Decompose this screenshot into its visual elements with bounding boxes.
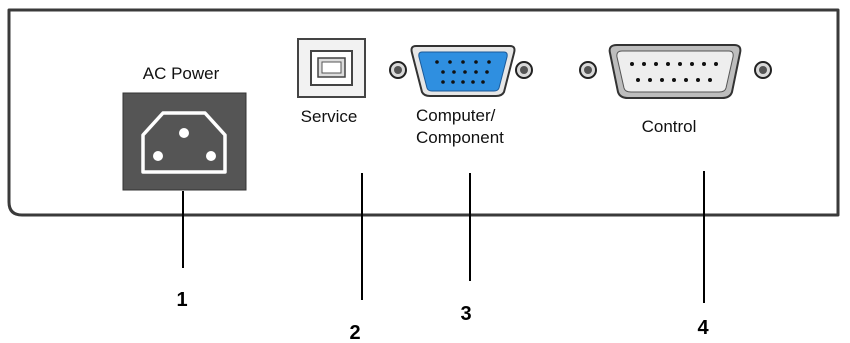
hex-standoff-icon: [579, 61, 597, 79]
callout-number-1: 1: [176, 289, 187, 311]
pin-hole: [654, 62, 658, 66]
db15-pins: [630, 62, 718, 82]
pin-hole: [452, 70, 456, 74]
pin-hole: [708, 78, 712, 82]
pin-hole: [435, 60, 439, 64]
pin-hole: [714, 62, 718, 66]
service-connector: Service: [297, 38, 366, 126]
pin-hole: [471, 80, 475, 84]
pin-hole: [474, 70, 478, 74]
pin-hole: [487, 60, 491, 64]
pin-hole: [684, 78, 688, 82]
control-label: Control: [642, 117, 697, 136]
pin-hole: [696, 78, 700, 82]
pin-hole: [690, 62, 694, 66]
ac-power-connector: AC Power: [122, 64, 247, 191]
iec-c14-inlet-icon: [122, 92, 247, 191]
control-connector: Control: [608, 44, 742, 136]
pin-hole: [485, 70, 489, 74]
pin-hole: [474, 60, 478, 64]
pin-hole: [441, 80, 445, 84]
pin-hole: [630, 62, 634, 66]
pin-hole: [672, 78, 676, 82]
computer-component-label-line2: Component: [416, 128, 504, 147]
db15-serial-port-icon: [608, 44, 742, 99]
pin-hole: [441, 70, 445, 74]
vga-pins: [435, 60, 491, 84]
pin-hole: [642, 62, 646, 66]
pin-hole: [461, 80, 465, 84]
callout-number-2: 2: [349, 322, 360, 343]
ac-power-label: AC Power: [143, 64, 220, 83]
pin-hole: [678, 62, 682, 66]
pin-hole: [481, 80, 485, 84]
pin-hole: [648, 78, 652, 82]
computer-component-connector: Computer/ Component: [410, 45, 516, 147]
callout-number-3: 3: [460, 303, 471, 325]
pin-hole: [448, 60, 452, 64]
pin-hole: [461, 60, 465, 64]
pin-hole: [702, 62, 706, 66]
pin-hole: [636, 78, 640, 82]
vga-de15-port-icon: [410, 45, 516, 97]
computer-component-label-line1: Computer/: [416, 106, 496, 125]
hex-standoff-icon: [754, 61, 772, 79]
usb-type-b-port-icon: [297, 38, 366, 98]
hex-standoff-icon: [389, 61, 407, 79]
hex-standoff-icon: [515, 61, 533, 79]
service-label: Service: [301, 107, 358, 126]
pin-hole: [666, 62, 670, 66]
pin-hole: [463, 70, 467, 74]
pin-hole: [451, 80, 455, 84]
pin-hole: [660, 78, 664, 82]
callout-number-4: 4: [697, 317, 709, 339]
